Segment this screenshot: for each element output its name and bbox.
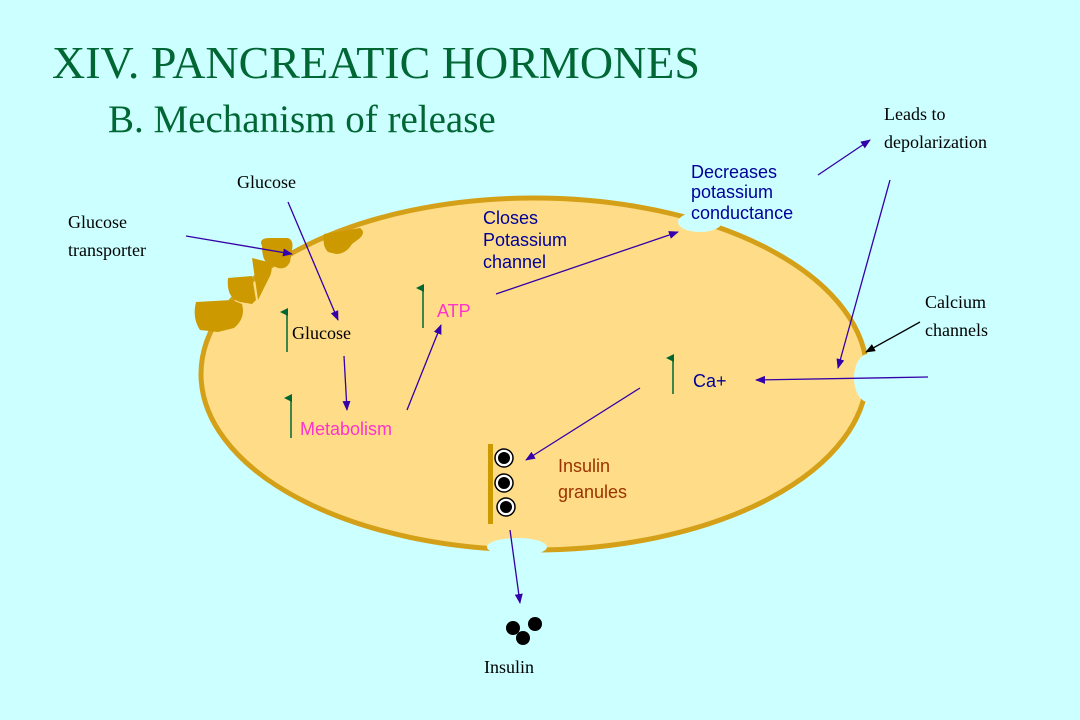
- calcium-label-1: Calcium: [925, 292, 986, 312]
- arrow-ca-granules: [525, 387, 641, 461]
- arrow-insulin-release: [509, 529, 523, 604]
- closes-label-2: Potassium: [483, 230, 567, 250]
- page-subtitle: B. Mechanism of release: [108, 98, 496, 141]
- glucose-outside-label: Glucose: [237, 172, 296, 192]
- arrow-calcium-label: [865, 321, 921, 353]
- flow-arrows: [185, 139, 929, 604]
- arrow-atp-channel: [495, 231, 679, 295]
- decreases-label-2: potassium: [691, 182, 773, 202]
- metabolism-label: Metabolism: [300, 419, 392, 439]
- potassium-channel: [678, 212, 722, 232]
- increase-arrows: [280, 284, 674, 438]
- arrow-transporter: [185, 235, 293, 257]
- granules-label-2: granules: [558, 482, 627, 502]
- calcium-label-2: channels: [925, 320, 988, 340]
- glucose-inside-label: Glucose: [292, 323, 351, 343]
- arrow-depolarization: [817, 139, 871, 176]
- page-title: XIV. PANCREATIC HORMONES: [52, 37, 700, 88]
- arrow-metabolism-atp: [406, 324, 442, 411]
- insulin-label: Insulin: [484, 657, 534, 677]
- insulin-granules: [488, 444, 516, 524]
- closes-label-3: channel: [483, 252, 546, 272]
- arrow-calcium-influx: [755, 375, 929, 384]
- arrow-calcium-channel: [836, 179, 891, 369]
- atp-label: ATP: [437, 301, 471, 321]
- decreases-label-1: Decreases: [691, 162, 777, 182]
- exocytosis-pore: [487, 538, 547, 556]
- glucose-transporter-label-1: Glucose: [68, 212, 127, 232]
- closes-label-1: Closes: [483, 208, 538, 228]
- leads-label-1: Leads to: [884, 104, 945, 124]
- leads-label-2: depolarization: [884, 132, 987, 152]
- granule-membrane: [488, 444, 493, 524]
- glucose-transporter-label-2: transporter: [68, 240, 146, 260]
- glucose-transporter: [194, 228, 363, 332]
- granules-label-1: Insulin: [558, 456, 610, 476]
- released-insulin: [506, 617, 542, 645]
- ca-label: Ca+: [693, 371, 727, 391]
- beta-cell: [198, 195, 870, 553]
- decreases-label-3: conductance: [691, 203, 793, 223]
- arrow-glucose-entry: [287, 201, 339, 321]
- arrow-glucose-metabolism: [342, 355, 351, 411]
